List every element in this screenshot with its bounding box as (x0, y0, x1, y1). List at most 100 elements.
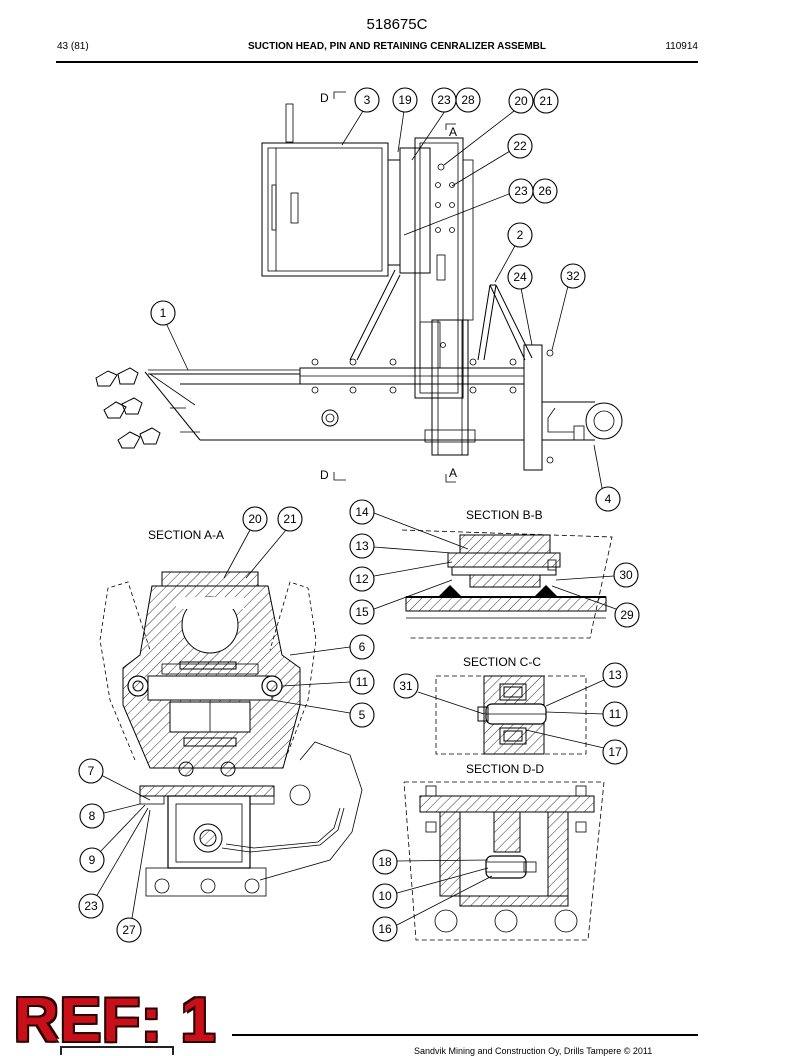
callout-bubble: 12 (349, 566, 375, 592)
callout-bubble: 29 (614, 602, 640, 628)
svg-text:11: 11 (356, 675, 369, 689)
callout-bubble: 14 (349, 499, 375, 525)
svg-text:2: 2 (517, 228, 524, 242)
svg-text:20: 20 (248, 512, 262, 526)
callout-bubble: 6 (349, 634, 375, 660)
svg-text:1: 1 (160, 306, 167, 320)
svg-text:28: 28 (461, 93, 475, 107)
svg-text:18: 18 (378, 855, 392, 869)
svg-text:D: D (320, 91, 329, 105)
section-aa-leaders (95, 529, 351, 919)
callout-bubble: 26 (532, 178, 558, 204)
callout-bubble: 2 (507, 222, 533, 248)
callout-bubble: 20 (508, 88, 534, 114)
callout-bubble: 16 (372, 916, 398, 942)
revision-code: 110914 (665, 41, 698, 52)
svg-text:10: 10 (378, 889, 392, 903)
svg-text:13: 13 (608, 668, 622, 682)
main-view-drawing (95, 103, 623, 471)
svg-text:17: 17 (608, 745, 622, 759)
svg-text:15: 15 (355, 605, 369, 619)
svg-text:13: 13 (355, 539, 369, 553)
svg-text:22: 22 (513, 139, 527, 153)
svg-text:26: 26 (538, 184, 552, 198)
section-aa-title: SECTION A-A (148, 528, 224, 542)
callout-bubble: 4 (595, 486, 621, 512)
callout-bubble: 7 (78, 758, 104, 784)
callout-bubble: 22 (507, 133, 533, 159)
footer-divider (232, 1034, 698, 1036)
section-bb-leaders (373, 512, 617, 610)
section-bb-callouts: 14 13 12 15 30 29 (349, 499, 640, 628)
section-cc-callouts: 13 31 11 17 (393, 662, 628, 765)
svg-text:12: 12 (355, 572, 369, 586)
callout-bubble: 23 (508, 178, 534, 204)
callout-bubble: 23 (431, 87, 457, 113)
svg-text:23: 23 (84, 899, 98, 913)
page-title: SUCTION HEAD, PIN AND RETAINING CENRALIZ… (248, 41, 546, 52)
callout-bubble: 17 (602, 739, 628, 765)
callout-bubble: 13 (349, 533, 375, 559)
section-aa-callouts: 20 21 6 11 5 7 8 9 23 27 (78, 506, 375, 943)
page-number: 43 (81) (57, 41, 89, 52)
callout-bubble: 19 (392, 87, 418, 113)
callout-bubble: 11 (602, 701, 628, 727)
svg-text:31: 31 (399, 679, 413, 693)
section-dd-drawing (403, 781, 605, 941)
callout-bubble: 3 (354, 87, 380, 113)
section-bb-drawing (401, 529, 613, 639)
callout-bubble: 9 (79, 847, 105, 873)
view-markers: D A D A (320, 91, 457, 483)
section-dd-leaders (396, 859, 493, 926)
document-number: 518675C (366, 16, 428, 33)
callout-bubble: 23 (78, 893, 104, 919)
callout-bubble: 30 (613, 562, 639, 588)
main-leaders (165, 110, 603, 489)
svg-text:16: 16 (378, 922, 392, 936)
section-aa-drawing (99, 571, 363, 897)
footer-copyright: Sandvik Mining and Construction Oy, Dril… (414, 1046, 653, 1056)
callout-bubble: 11 (349, 669, 375, 695)
logo-strip (60, 1046, 174, 1055)
svg-text:A: A (449, 125, 457, 139)
callout-bubble: 5 (349, 702, 375, 728)
callout-bubble: 8 (79, 803, 105, 829)
svg-text:27: 27 (122, 923, 136, 937)
svg-text:20: 20 (514, 94, 528, 108)
svg-text:A: A (449, 466, 457, 480)
svg-text:11: 11 (609, 707, 622, 721)
svg-text:5: 5 (359, 708, 366, 722)
callout-bubble: 32 (560, 263, 586, 289)
section-cc-drawing (435, 675, 587, 755)
svg-text:8: 8 (89, 809, 96, 823)
section-bb-title: SECTION B-B (466, 508, 543, 522)
ref-stamp: REF: 1 (14, 986, 217, 1055)
callout-bubble: 28 (455, 87, 481, 113)
svg-text:24: 24 (513, 270, 527, 284)
svg-text:23: 23 (437, 93, 451, 107)
svg-text:3: 3 (364, 93, 371, 107)
callout-bubble: 21 (533, 88, 559, 114)
svg-text:21: 21 (539, 94, 553, 108)
callout-bubble: 13 (602, 662, 628, 688)
callout-bubble: 18 (372, 849, 398, 875)
callout-bubble: 1 (150, 300, 176, 326)
svg-text:D: D (320, 468, 329, 482)
callout-bubble: 31 (393, 673, 419, 699)
svg-text:6: 6 (359, 640, 366, 654)
svg-text:29: 29 (620, 608, 634, 622)
svg-text:7: 7 (88, 764, 95, 778)
main-callouts: 3 19 23 28 20 21 22 23 26 2 24 32 1 4 (150, 87, 621, 512)
section-cc-title: SECTION C-C (463, 655, 541, 669)
section-cc-leaders (417, 679, 605, 749)
section-dd-callouts: 18 10 16 (372, 849, 398, 942)
callout-bubble: 27 (116, 917, 142, 943)
svg-text:21: 21 (283, 512, 297, 526)
svg-text:19: 19 (398, 93, 412, 107)
section-dd-title: SECTION D-D (466, 762, 544, 776)
callout-bubble: 20 (242, 506, 268, 532)
svg-text:9: 9 (89, 853, 96, 867)
svg-text:4: 4 (605, 492, 612, 506)
svg-text:23: 23 (514, 184, 528, 198)
